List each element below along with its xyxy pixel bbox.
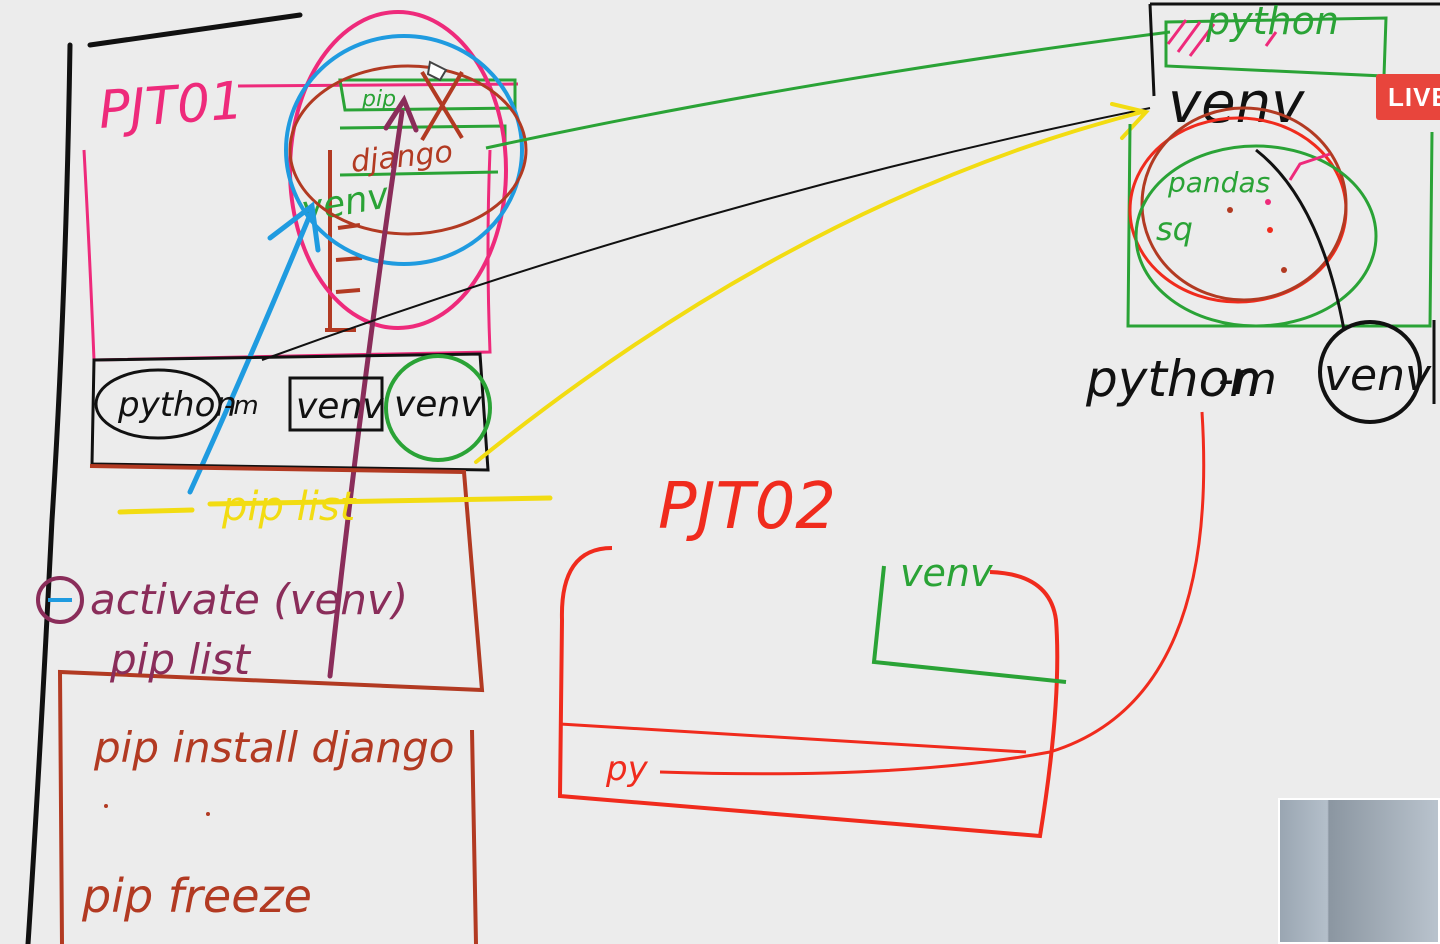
pjt02-box <box>557 546 1060 839</box>
right-command-module: venv <box>1324 350 1432 401</box>
brown-circle-packages <box>1140 106 1348 302</box>
dot-r3 <box>1267 227 1273 233</box>
python-hatch <box>1166 19 1278 57</box>
dot-r2 <box>1265 199 1271 205</box>
command-module: venv <box>296 386 384 427</box>
pjt02-venv-box <box>871 565 1067 684</box>
step-pip-list-1: pip list <box>221 484 357 530</box>
camera-thumbnail <box>1278 798 1440 944</box>
terminal-box <box>57 464 485 944</box>
command-box <box>90 352 490 472</box>
box-venv-module <box>288 376 384 432</box>
dot-r4 <box>1281 267 1287 273</box>
site-packages-box <box>1126 123 1434 328</box>
black-curve-right <box>1255 148 1346 331</box>
minus-circle-icon <box>36 576 84 624</box>
right-command-flag: -m <box>1218 354 1277 405</box>
blue-circle-venv <box>284 34 524 266</box>
command-python: python <box>117 385 237 425</box>
yellow-arrow <box>474 102 1150 464</box>
pjt02-divider <box>559 722 1027 754</box>
left-board-outline <box>25 12 303 944</box>
cross-mark <box>420 70 464 142</box>
pjt02-venv-label: venv <box>900 551 993 595</box>
purple-arrow <box>327 94 419 679</box>
black-link-line <box>261 107 1151 361</box>
circle-python <box>94 368 222 440</box>
live-badge: LIVE <box>1376 74 1440 120</box>
pjt01-label: PJT01 <box>97 71 245 141</box>
green-circle-packages <box>1134 144 1378 328</box>
dot-2 <box>206 812 210 816</box>
pjt02-file-label: py <box>605 749 649 789</box>
package-pandas: pandas <box>1167 166 1270 199</box>
dot-1 <box>104 804 108 808</box>
pjt01-box <box>82 149 492 362</box>
pjt01-top-line <box>237 82 519 88</box>
right-command-python: python <box>1085 350 1261 408</box>
step-pip-freeze: pip freeze <box>81 869 312 923</box>
right-board-outline <box>1148 2 1440 404</box>
command-target: venv <box>394 384 482 425</box>
right-python-label: python <box>1205 0 1339 43</box>
pjt02-label: PJT02 <box>658 470 836 544</box>
circle-venv-target <box>384 354 492 462</box>
brown-circle-venv <box>288 64 528 236</box>
pink-circle-venv <box>288 10 508 330</box>
right-circle-venv <box>1318 320 1422 424</box>
blue-arrow <box>187 201 321 495</box>
pencil-cursor-icon <box>426 60 448 82</box>
step-activate: activate (venv) <box>90 575 408 624</box>
package-sq: sq <box>1156 210 1193 248</box>
pink-tick-right <box>1288 152 1331 181</box>
dot-r1 <box>1227 207 1233 213</box>
yellow-underline <box>117 495 553 515</box>
step-pip-install: pip install django <box>93 723 454 772</box>
green-link-line <box>485 30 1171 150</box>
command-flag: -m <box>224 391 259 421</box>
step-pip-list-2: pip list <box>109 635 252 684</box>
folder-item-pip: pip <box>361 87 396 112</box>
